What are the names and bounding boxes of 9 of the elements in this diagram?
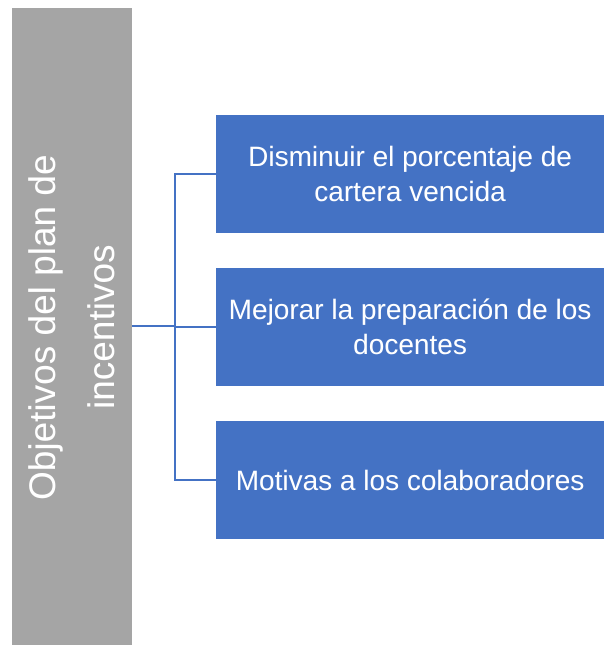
title-bar <box>12 8 132 645</box>
vertical-title: Objetivos del plan de incentivos <box>20 152 123 502</box>
connector-line <box>132 325 216 481</box>
objective-box <box>216 421 604 539</box>
objective-box <box>216 115 604 233</box>
objective-text: Disminuir el porcentaje de cartera vencida <box>247 140 573 209</box>
objective-box <box>216 268 604 386</box>
objective-text: Mejorar la preparación de los docentes <box>228 293 592 362</box>
objective-text: Motivas a los colaboradores <box>236 464 584 498</box>
